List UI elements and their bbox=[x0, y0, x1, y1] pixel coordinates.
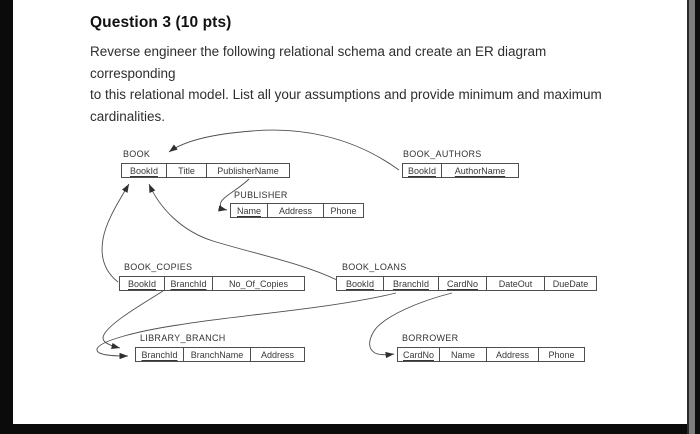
relationship-arrow-fk-bookloans-borrower bbox=[369, 292, 453, 359]
column-library-branch-branchid: BranchId bbox=[141, 349, 178, 360]
column-book-authors-bookid: BookId bbox=[407, 165, 437, 176]
column-borrower-name: Name bbox=[439, 348, 486, 361]
table-book-authors: BookId AuthorName bbox=[402, 163, 519, 178]
scrollbar-thumb[interactable] bbox=[689, 0, 695, 434]
column-library-branch-branchname: BranchName bbox=[183, 348, 250, 361]
question-title: Question 3 (10 pts) bbox=[90, 14, 232, 31]
scrollbar-track-outer bbox=[686, 0, 689, 434]
column-publisher-name: Name bbox=[236, 205, 261, 216]
question-text-line: Reverse engineer the following relationa… bbox=[90, 44, 547, 81]
column-book-copies-branchid: BranchId bbox=[164, 277, 212, 290]
column-book-title: Title bbox=[166, 164, 206, 177]
column-book-loans-bookid: BookId bbox=[345, 278, 375, 289]
column-borrower-phone: Phone bbox=[538, 348, 584, 361]
column-book-loans-duedate: DueDate bbox=[544, 277, 596, 290]
question-text-line: to this relational model. List all your … bbox=[90, 87, 602, 102]
column-borrower-address: Address bbox=[486, 348, 538, 361]
scrollbar-track-inner bbox=[695, 0, 700, 434]
table-label-publisher: PUBLISHER bbox=[234, 190, 288, 200]
column-book-copies-no_of_copies: No_Of_Copies bbox=[212, 277, 304, 290]
table-label-book-loans: BOOK_LOANS bbox=[342, 262, 407, 272]
table-label-book-authors: BOOK_AUTHORS bbox=[403, 149, 482, 159]
table-label-library-branch: LIBRARY_BRANCH bbox=[140, 333, 226, 343]
column-book-loans-dateout: DateOut bbox=[486, 277, 544, 290]
column-book-bookid: BookId bbox=[129, 165, 159, 176]
column-book-authors-authorname: AuthorName bbox=[441, 164, 518, 177]
question-text: Reverse engineer the following relationa… bbox=[90, 41, 630, 127]
question-text-line: cardinalities. bbox=[90, 108, 166, 124]
column-book-copies-bookid: BookId bbox=[127, 278, 157, 289]
table-label-book-copies: BOOK_COPIES bbox=[124, 262, 193, 272]
column-book-loans-branchid: BranchId bbox=[383, 277, 438, 290]
column-library-branch-address: Address bbox=[250, 348, 304, 361]
left-edge-bar bbox=[0, 0, 13, 434]
column-book-loans-cardno: CardNo bbox=[438, 277, 486, 290]
column-publisher-address: Address bbox=[267, 204, 323, 217]
column-publisher-phone: Phone bbox=[323, 204, 363, 217]
table-label-borrower: BORROWER bbox=[402, 333, 459, 343]
column-book-publishername: PublisherName bbox=[206, 164, 289, 177]
column-borrower-cardno: CardNo bbox=[402, 349, 434, 360]
bottom-edge-bar bbox=[0, 424, 700, 434]
table-label-book: BOOK bbox=[123, 149, 151, 159]
right-edge-scrollbar bbox=[686, 0, 700, 434]
